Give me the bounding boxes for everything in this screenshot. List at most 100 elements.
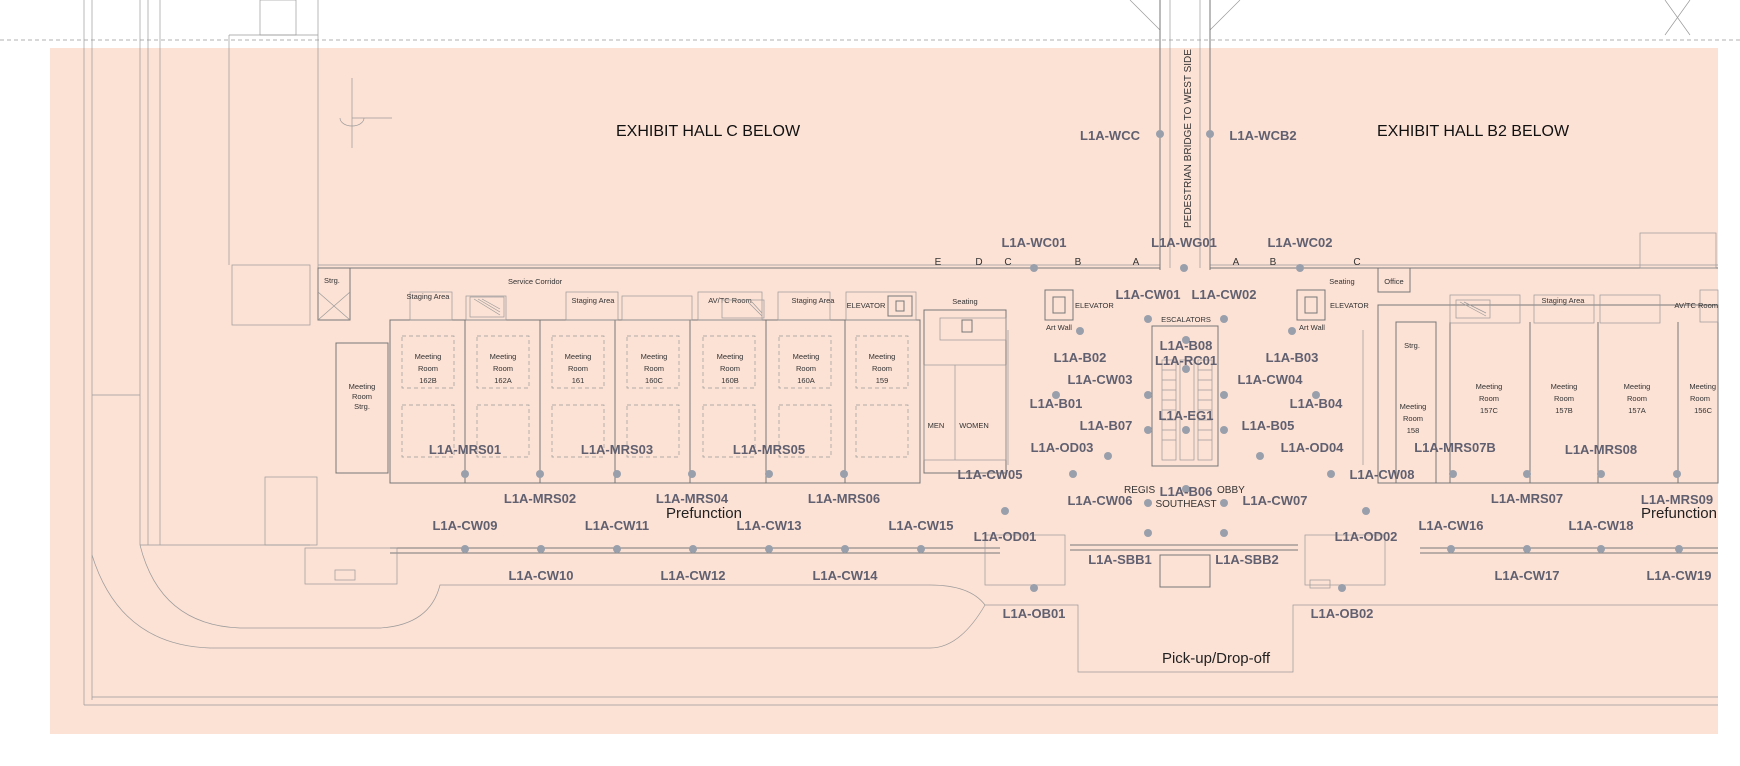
location-marker-l1a-od04[interactable]	[1256, 452, 1264, 460]
location-marker-l1a-mrs03[interactable]	[613, 470, 621, 478]
location-marker-l1a-mrs01[interactable]	[461, 470, 469, 478]
location-marker-l1a-b08[interactable]	[1182, 336, 1190, 344]
location-marker-l1a-cw18[interactable]	[1597, 545, 1605, 553]
location-label-l1a-wcc[interactable]: L1A-WCC	[1080, 128, 1141, 143]
location-label-l1a-b04[interactable]: L1A-B04	[1290, 396, 1344, 411]
location-marker-l1a-cw09[interactable]	[461, 545, 469, 553]
location-marker-l1a-wcb2[interactable]	[1206, 130, 1214, 138]
location-label-l1a-sbb2[interactable]: L1A-SBB2	[1215, 552, 1279, 567]
location-marker-l1a-cw17[interactable]	[1523, 545, 1531, 553]
location-label-l1a-ob02[interactable]: L1A-OB02	[1311, 606, 1374, 621]
location-label-l1a-cw18[interactable]: L1A-CW18	[1568, 518, 1633, 533]
location-marker-l1a-cw02[interactable]	[1220, 315, 1228, 323]
location-label-l1a-od02[interactable]: L1A-OD02	[1335, 529, 1398, 544]
location-label-l1a-rc01[interactable]: L1A-RC01	[1155, 353, 1217, 368]
location-label-l1a-cw12[interactable]: L1A-CW12	[660, 568, 725, 583]
location-marker-l1a-mrs09[interactable]	[1673, 470, 1681, 478]
location-label-l1a-cw02[interactable]: L1A-CW02	[1191, 287, 1256, 302]
location-marker-l1a-cw01[interactable]	[1144, 315, 1152, 323]
location-label-l1a-ob01[interactable]: L1A-OB01	[1003, 606, 1066, 621]
location-marker-l1a-mrs08[interactable]	[1597, 470, 1605, 478]
location-marker-l1a-od02[interactable]	[1362, 507, 1370, 515]
location-marker-l1a-ob02[interactable]	[1338, 584, 1346, 592]
location-marker-l1a-wc02[interactable]	[1296, 264, 1304, 272]
location-label-l1a-b03[interactable]: L1A-B03	[1266, 350, 1319, 365]
location-marker-l1a-b02[interactable]	[1076, 327, 1084, 335]
location-label-l1a-cw16[interactable]: L1A-CW16	[1418, 518, 1483, 533]
location-label-l1a-cw03[interactable]: L1A-CW03	[1067, 372, 1132, 387]
location-marker-l1a-od01[interactable]	[1001, 507, 1009, 515]
location-label-l1a-mrs04[interactable]: L1A-MRS04	[656, 491, 729, 506]
location-marker-l1a-wcc[interactable]	[1156, 130, 1164, 138]
location-label-l1a-cw05[interactable]: L1A-CW05	[957, 467, 1022, 482]
location-marker-l1a-cw11[interactable]	[613, 545, 621, 553]
location-marker-l1a-cw06[interactable]	[1144, 499, 1152, 507]
location-marker-l1a-eg1[interactable]	[1182, 426, 1190, 434]
location-marker-l1a-sbb2[interactable]	[1220, 529, 1228, 537]
location-label-l1a-mrs06[interactable]: L1A-MRS06	[808, 491, 880, 506]
location-marker-l1a-mrs06[interactable]	[840, 470, 848, 478]
location-marker-l1a-mrs07b[interactable]	[1449, 470, 1457, 478]
location-label-l1a-od03[interactable]: L1A-OD03	[1031, 440, 1094, 455]
location-marker-l1a-b05[interactable]	[1220, 426, 1228, 434]
location-label-l1a-cw01[interactable]: L1A-CW01	[1115, 287, 1180, 302]
location-marker-l1a-cw16[interactable]	[1447, 545, 1455, 553]
location-label-l1a-mrs02[interactable]: L1A-MRS02	[504, 491, 576, 506]
location-label-l1a-mrs07[interactable]: L1A-MRS07	[1491, 491, 1563, 506]
location-label-l1a-cw10[interactable]: L1A-CW10	[508, 568, 573, 583]
location-marker-l1a-b03[interactable]	[1288, 327, 1296, 335]
location-marker-l1a-cw08[interactable]	[1327, 470, 1335, 478]
location-marker-l1a-cw12[interactable]	[689, 545, 697, 553]
location-label-l1a-od01[interactable]: L1A-OD01	[974, 529, 1037, 544]
location-marker-l1a-cw15[interactable]	[917, 545, 925, 553]
location-label-l1a-wg01[interactable]: L1A-WG01	[1151, 235, 1217, 250]
location-label-l1a-b07[interactable]: L1A-B07	[1080, 418, 1133, 433]
location-label-l1a-wc02[interactable]: L1A-WC02	[1267, 235, 1332, 250]
location-marker-l1a-cw03[interactable]	[1144, 391, 1152, 399]
location-label-l1a-mrs01[interactable]: L1A-MRS01	[429, 442, 501, 457]
location-marker-l1a-ob01[interactable]	[1030, 584, 1038, 592]
location-label-l1a-b01[interactable]: L1A-B01	[1030, 396, 1083, 411]
location-label-l1a-wc01[interactable]: L1A-WC01	[1001, 235, 1066, 250]
location-label-l1a-eg1[interactable]: L1A-EG1	[1159, 408, 1214, 423]
location-label-l1a-cw13[interactable]: L1A-CW13	[736, 518, 801, 533]
location-marker-l1a-cw04[interactable]	[1220, 391, 1228, 399]
location-label-l1a-cw14[interactable]: L1A-CW14	[812, 568, 878, 583]
location-marker-l1a-rc01[interactable]	[1182, 365, 1190, 373]
location-label-l1a-od04[interactable]: L1A-OD04	[1281, 440, 1345, 455]
location-marker-l1a-wc01[interactable]	[1030, 264, 1038, 272]
location-label-l1a-cw08[interactable]: L1A-CW08	[1349, 467, 1414, 482]
location-label-l1a-cw19[interactable]: L1A-CW19	[1646, 568, 1711, 583]
location-label-l1a-sbb1[interactable]: L1A-SBB1	[1088, 552, 1152, 567]
location-label-l1a-cw07[interactable]: L1A-CW07	[1242, 493, 1307, 508]
location-label-l1a-cw06[interactable]: L1A-CW06	[1067, 493, 1132, 508]
location-marker-l1a-od03[interactable]	[1104, 452, 1112, 460]
location-marker-l1a-mrs05[interactable]	[765, 470, 773, 478]
location-label-l1a-cw04[interactable]: L1A-CW04	[1237, 372, 1303, 387]
location-label-l1a-cw11[interactable]: L1A-CW11	[585, 518, 649, 533]
location-label-l1a-b06[interactable]: L1A-B06	[1160, 484, 1213, 499]
location-marker-l1a-b04[interactable]	[1312, 391, 1320, 399]
location-label-l1a-mrs05[interactable]: L1A-MRS05	[733, 442, 805, 457]
location-marker-l1a-b07[interactable]	[1144, 426, 1152, 434]
location-marker-l1a-cw05[interactable]	[1069, 470, 1077, 478]
location-marker-l1a-mrs02[interactable]	[536, 470, 544, 478]
location-label-l1a-cw15[interactable]: L1A-CW15	[888, 518, 953, 533]
location-marker-l1a-cw10[interactable]	[537, 545, 545, 553]
location-marker-l1a-cw19[interactable]	[1675, 545, 1683, 553]
location-marker-l1a-mrs04[interactable]	[688, 470, 696, 478]
location-marker-l1a-wg01[interactable]	[1180, 264, 1188, 272]
location-marker-l1a-cw14[interactable]	[841, 545, 849, 553]
location-label-l1a-mrs09[interactable]: L1A-MRS09	[1641, 492, 1713, 507]
location-label-l1a-cw09[interactable]: L1A-CW09	[432, 518, 497, 533]
location-marker-l1a-sbb1[interactable]	[1144, 529, 1152, 537]
location-label-l1a-mrs08[interactable]: L1A-MRS08	[1565, 442, 1637, 457]
location-label-l1a-b02[interactable]: L1A-B02	[1054, 350, 1107, 365]
location-marker-l1a-cw13[interactable]	[765, 545, 773, 553]
location-label-l1a-b08[interactable]: L1A-B08	[1160, 338, 1213, 353]
location-marker-l1a-mrs07[interactable]	[1523, 470, 1531, 478]
location-label-l1a-cw17[interactable]: L1A-CW17	[1494, 568, 1559, 583]
location-marker-l1a-b06[interactable]	[1182, 485, 1190, 493]
location-label-l1a-mrs07b[interactable]: L1A-MRS07B	[1414, 440, 1496, 455]
location-marker-l1a-cw07[interactable]	[1220, 499, 1228, 507]
